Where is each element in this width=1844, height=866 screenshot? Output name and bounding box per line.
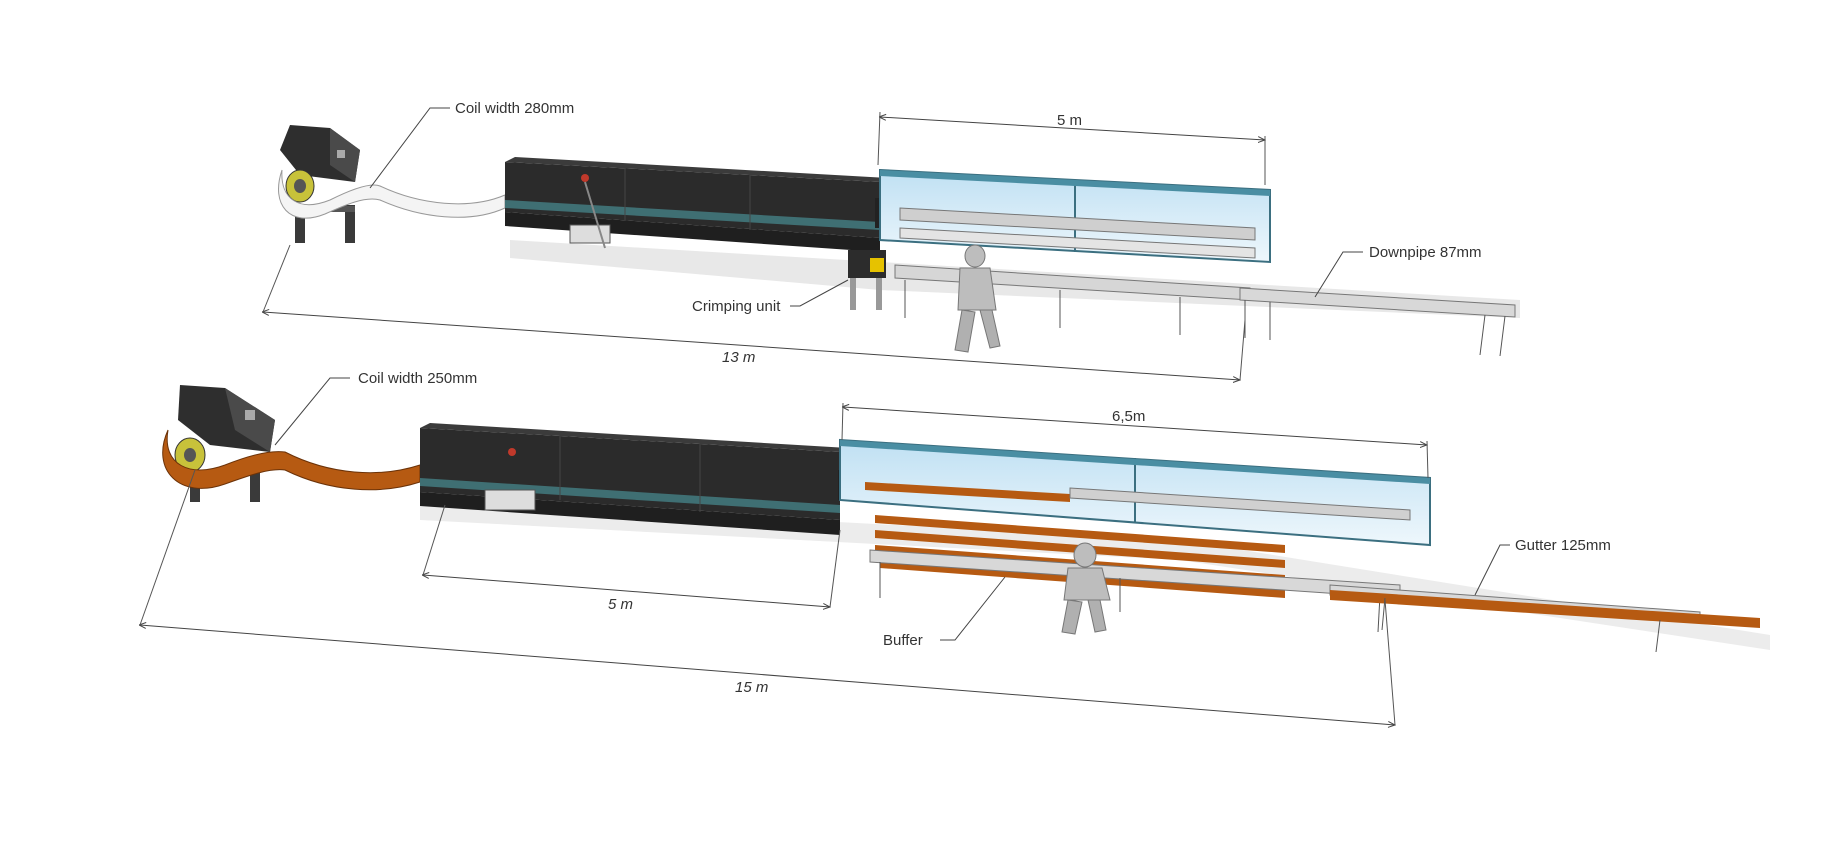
decoiler-bottom <box>174 385 275 502</box>
dim-top-buffer: 5 m <box>1057 112 1082 129</box>
callouts: Coil width 280mm Crimping unit Downpipe … <box>274 100 1611 649</box>
label-coil-width-top: Coil width 280mm <box>455 100 574 117</box>
label-crimping-unit: Crimping unit <box>692 298 781 315</box>
top-production-line <box>278 125 1520 357</box>
dim-bottom-buffer: 6,5m <box>1112 408 1145 425</box>
decoiler-top <box>280 125 360 243</box>
label-downpipe: Downpipe 87mm <box>1369 244 1482 261</box>
outfeed-table-bottom <box>1329 584 1760 653</box>
dim-top-total: 13 m <box>722 349 755 366</box>
dim-bottom-total: 15 m <box>735 679 768 696</box>
label-gutter: Gutter 125mm <box>1515 537 1611 554</box>
label-buffer: Buffer <box>883 632 923 649</box>
crimping-unit <box>848 250 886 310</box>
operator-figure-bottom <box>1061 542 1111 635</box>
bottom-production-line <box>162 385 1770 653</box>
operator-figure-top <box>954 244 1001 353</box>
outfeed-table-top <box>1239 287 1516 357</box>
label-coil-width-bottom: Coil width 250mm <box>358 370 477 387</box>
buffer-conveyor-bottom <box>869 549 1401 633</box>
roll-former-top <box>505 157 895 252</box>
roll-former-bottom <box>420 423 864 535</box>
dim-bottom-machine: 5 m <box>608 596 633 613</box>
dimension-lines: 5 m 13 m 6,5m 5 m 15 m <box>140 111 1429 725</box>
